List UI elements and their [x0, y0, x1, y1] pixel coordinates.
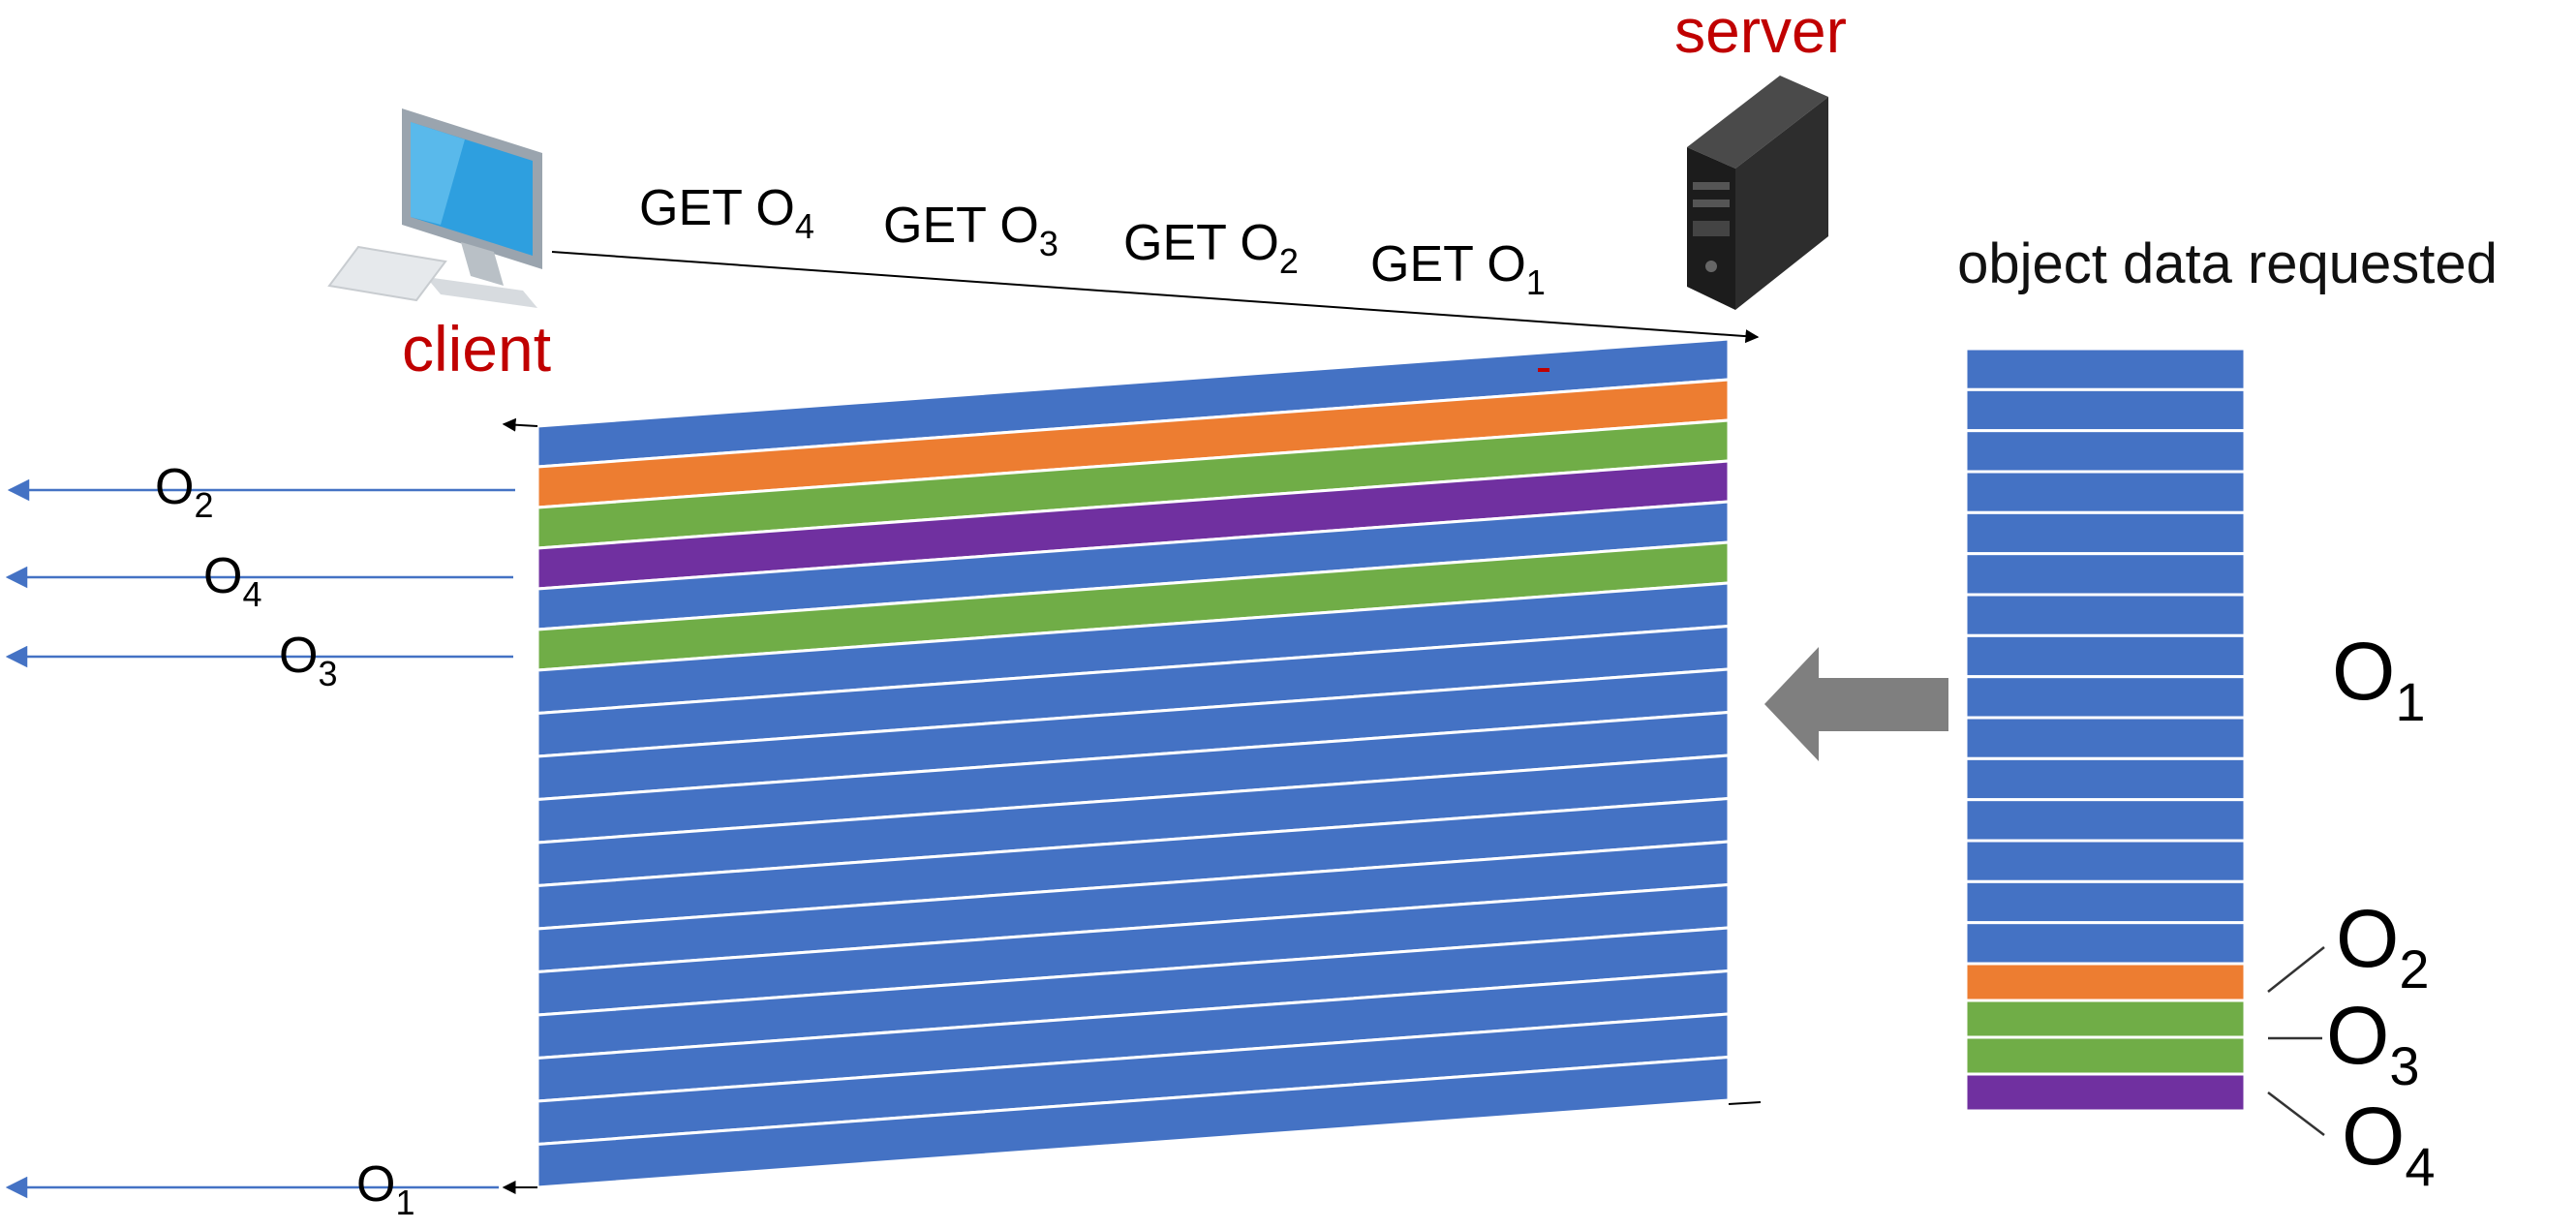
stack-band	[1964, 675, 2247, 720]
stack-band	[1964, 347, 2247, 391]
stack-band	[1964, 593, 2247, 637]
server-tower-icon	[1687, 76, 1828, 310]
stack-band	[1964, 633, 2247, 679]
client-computer-icon	[327, 108, 542, 308]
stack-band	[1964, 921, 2247, 966]
stack-band	[1964, 839, 2247, 883]
delivery-arrows	[5, 478, 515, 1199]
delivery-label: O1	[356, 1156, 414, 1222]
stack-band	[1964, 798, 2247, 843]
stack-band	[1964, 387, 2247, 433]
stream-band	[536, 1055, 1731, 1189]
transfer-arrow-icon	[1764, 647, 1948, 761]
stack-band	[1964, 1072, 2247, 1113]
server-label: server	[1674, 0, 1847, 66]
stack-band	[1964, 962, 2247, 1002]
object-data-stack	[1964, 347, 2247, 1113]
leader-line	[2267, 1092, 2325, 1136]
stack-label: O3	[2326, 990, 2420, 1096]
delivery-label: O4	[203, 548, 261, 614]
stack-label: O4	[2342, 1091, 2436, 1197]
delivery-label: O2	[155, 459, 213, 525]
stack-band	[1964, 429, 2247, 474]
stack-labels: O1 O2 O3 O4	[2326, 626, 2436, 1197]
stack-band	[1964, 879, 2247, 925]
response-stream	[536, 337, 1731, 1189]
stack-band	[1964, 756, 2247, 802]
stack-band	[1964, 1035, 2247, 1076]
get-request-label: GET O2	[1123, 215, 1299, 281]
stack-band	[1964, 552, 2247, 597]
get-request-label: GET O4	[639, 180, 814, 246]
object-data-requested-label: object data requested	[1957, 232, 2498, 295]
request-arrow	[551, 251, 1760, 344]
delivery-label: O3	[279, 628, 337, 693]
stack-band	[1964, 716, 2247, 760]
stack-label: O1	[2332, 626, 2426, 732]
stream-end-tick	[1728, 1101, 1762, 1105]
client-label: client	[402, 313, 551, 384]
stack-label-leader-lines	[2267, 946, 2325, 1136]
red-tick-mark	[1538, 368, 1549, 372]
stack-band	[1964, 510, 2247, 556]
get-request-label: GET O3	[883, 198, 1058, 263]
stack-band	[1964, 470, 2247, 514]
get-request-labels: GET O4 GET O3 GET O2 GET O1	[639, 180, 1546, 302]
stack-band	[1964, 999, 2247, 1039]
get-request-label: GET O1	[1370, 236, 1546, 302]
delivery-labels: O2 O4 O3 O1	[155, 459, 414, 1222]
stack-label: O2	[2336, 893, 2430, 999]
leader-line	[2267, 946, 2325, 993]
response-return-arrow-top	[502, 417, 538, 432]
